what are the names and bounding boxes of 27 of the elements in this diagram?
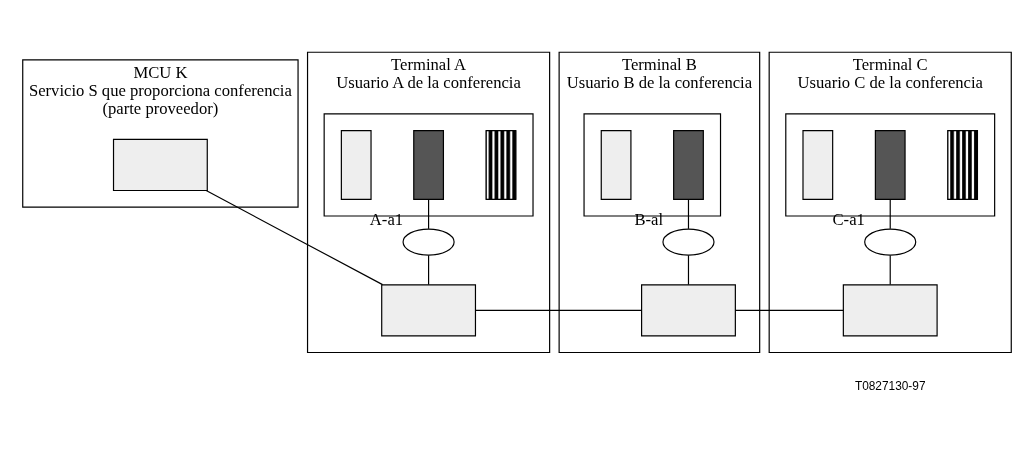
connector [205,190,384,286]
node-ellipse [402,228,455,256]
node-bar [413,129,444,200]
connector [428,254,430,286]
node-box [842,284,938,337]
node-ellipse [662,228,715,256]
connector [687,254,690,286]
connector [889,199,891,230]
cluster: MCU K Servicio S que proporciona conferencia (parte proveedor) [22,59,299,208]
connector [428,199,430,230]
node-box [112,138,208,192]
node-bar [600,129,632,200]
node-bar [802,129,834,200]
node-box [641,284,736,337]
node-bar [340,129,372,200]
connector [889,254,891,286]
connector [734,309,844,311]
node-label: B-al [634,209,664,229]
node-ellipse [864,228,917,256]
node-label: A-a1 [369,209,404,229]
connector [687,199,690,230]
node-label: C-a1 [832,209,865,229]
node-box [381,284,477,337]
connector [475,309,643,311]
node-bar [874,129,906,200]
label: T0827130-97 [854,378,926,393]
node-bar [673,129,704,200]
